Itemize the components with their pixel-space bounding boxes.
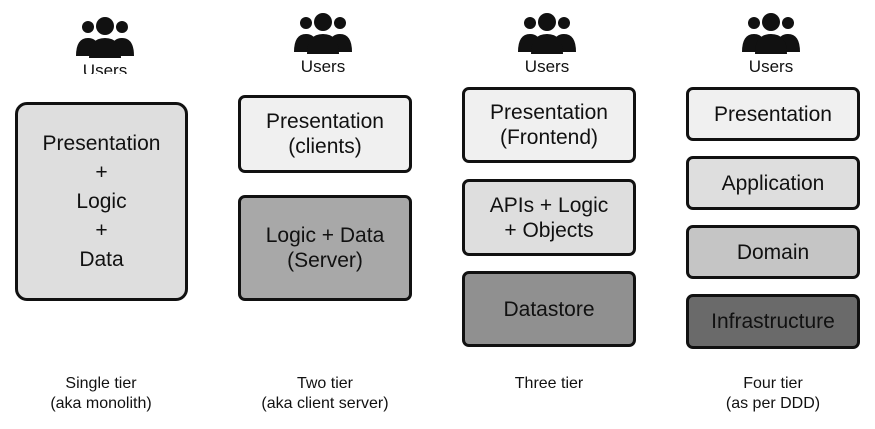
apis-logic-objects-box: APIs + Logic + Objects [462, 179, 636, 256]
caption-subtitle: (aka client server) [261, 395, 389, 412]
users-group-1: Users [45, 16, 165, 74]
single-tier-box: Presentation + Logic + Data [15, 102, 188, 301]
application-box: Application [686, 156, 860, 210]
infrastructure-box: Infrastructure [686, 294, 860, 349]
box-line: + [95, 161, 108, 184]
users-label: Users [82, 62, 128, 74]
caption-title: Four tier [743, 375, 803, 392]
users-group-2: Users [263, 12, 383, 76]
users-group-4: Users [711, 12, 831, 76]
users-group-icon [76, 17, 134, 58]
box-line: Datastore [503, 297, 595, 321]
users-group-3: Users [487, 12, 607, 76]
box-line: Logic + Data [265, 224, 385, 247]
box-line: Presentation [490, 101, 608, 124]
box-line: + [95, 219, 108, 242]
box-line: Presentation [42, 132, 161, 155]
users-group-icon [742, 13, 800, 54]
users-group-icon [518, 13, 576, 54]
caption-four-tier: Four tier (as per DDD) [673, 374, 873, 414]
box-line: Presentation [266, 110, 384, 133]
users-label: Users [300, 57, 346, 76]
caption-single-tier: Single tier (aka monolith) [1, 374, 201, 414]
caption-subtitle: (as per DDD) [725, 395, 821, 412]
box-line: APIs + Logic [489, 193, 609, 217]
box-line: (Frontend) [499, 126, 599, 149]
caption-title: Two tier [296, 375, 353, 392]
box-line: Application [721, 171, 825, 195]
box-line: + Objects [504, 218, 594, 242]
caption-title: Single tier [65, 375, 137, 392]
users-group-icon [294, 13, 352, 54]
box-line: Logic [76, 190, 127, 213]
caption-title: Three tier [514, 375, 584, 392]
datastore-box: Datastore [462, 271, 636, 347]
box-line: Domain [736, 240, 810, 264]
presentation-clients-box: Presentation (clients) [238, 95, 412, 173]
box-line: (Server) [287, 249, 363, 272]
users-label: Users [524, 57, 570, 76]
users-label: Users [748, 57, 794, 76]
caption-three-tier: Three tier [449, 374, 649, 394]
presentation-box: Presentation [686, 87, 860, 141]
box-line: (clients) [288, 135, 362, 158]
box-line: Infrastructure [711, 310, 835, 333]
logic-data-server-box: Logic + Data (Server) [238, 195, 412, 301]
presentation-frontend-box: Presentation (Frontend) [462, 87, 636, 163]
caption-subtitle: (aka monolith) [50, 395, 152, 412]
box-line: Data [79, 248, 124, 271]
box-line: Presentation [714, 102, 832, 126]
domain-box: Domain [686, 225, 860, 279]
caption-two-tier: Two tier (aka client server) [225, 374, 425, 414]
